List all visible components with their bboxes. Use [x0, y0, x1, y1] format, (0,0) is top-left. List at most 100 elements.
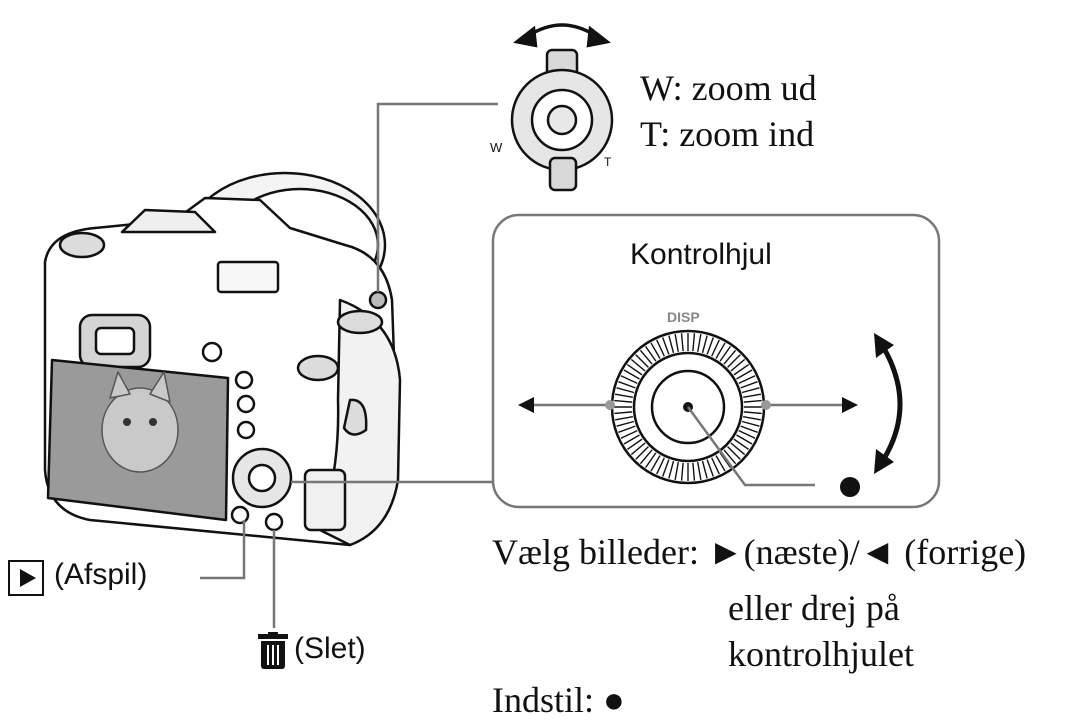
wheel-knurl-tick [680, 462, 684, 481]
rear-button-3 [236, 394, 256, 414]
rotate-arrow [879, 343, 903, 464]
wheel-knurl-tick [614, 399, 633, 403]
wheel-knurl-tick [668, 335, 675, 354]
wheel-knurl-tick [719, 345, 732, 362]
wheel-knurl-tick [733, 438, 750, 451]
shutter-dial [336, 309, 384, 335]
body-control-wheel-center [247, 463, 277, 493]
rotate-arrowhead-top [874, 333, 894, 358]
playback-label: (Afspil) [54, 558, 148, 591]
zoom-leader-line [376, 102, 498, 292]
wheel-knurl-tick [738, 430, 756, 439]
wheel-knurl-tick [727, 446, 741, 460]
wheel-knurl-tick [618, 425, 636, 433]
wheel-knurl-tick [733, 363, 750, 376]
rear-button-4 [236, 420, 256, 440]
zoom-rotate-arrowhead-right [586, 25, 611, 48]
zoom-mark-t: T [604, 155, 612, 169]
next-label: (næste)/ [743, 532, 860, 572]
zoom-rotate-arrowhead-left [513, 25, 538, 48]
viewfinder-window [94, 326, 136, 356]
wheel-knurl-tick [626, 363, 643, 376]
rotate-arrowhead-bottom [874, 449, 894, 474]
wheel-knurl-tick [635, 354, 649, 368]
wheel-knurl-tick [639, 449, 653, 465]
wheel-knurl-tick [644, 452, 657, 469]
wheel-knurl-tick [743, 411, 762, 415]
wheel-knurl-tick [706, 459, 714, 477]
top-display [216, 260, 280, 294]
wheel-knurl-tick [639, 349, 653, 365]
select-images-prefix: Vælg billeder: [492, 532, 699, 572]
wheel-knurl-tick [692, 333, 696, 352]
flash-hump [120, 208, 217, 234]
zoom-mark-w: W [490, 140, 503, 155]
wheel-knurl-tick [711, 339, 720, 357]
wheel-knurl-tick [730, 358, 746, 372]
rear-button-2 [234, 370, 254, 390]
wheel-knurl-tick [740, 425, 758, 433]
body-delete-button [264, 512, 284, 532]
control-wheel-knurling [614, 333, 762, 481]
card-door [303, 468, 347, 532]
wheel-knurl-tick [723, 449, 737, 465]
wheel-knurl-tick [618, 381, 636, 389]
wheel-knurl-tick [630, 358, 646, 372]
select-images-line2: eller drej på [728, 588, 900, 628]
set-dot-icon: ● [603, 680, 625, 720]
screen-photo-ear-left [109, 371, 131, 399]
control-wheel-title: Kontrolhjul [630, 238, 772, 271]
wheel-knurl-tick [650, 455, 661, 472]
zoom-tele-label: T: zoom ind [640, 114, 815, 154]
wheel-knurl-tick [656, 339, 665, 357]
wheel-knurl-tick [626, 438, 643, 451]
zoom-lever-bottom-tab [548, 156, 578, 192]
wheel-knurl-tick [674, 462, 679, 480]
zoom-wide-label: W: zoom ud [640, 68, 817, 108]
screen-photo-subject [101, 387, 179, 473]
wheel-knurl-tick [620, 375, 638, 384]
wheel-knurl-tick [706, 337, 714, 355]
wheel-knurl-tick [635, 446, 649, 460]
wheel-knurl-tick [743, 416, 761, 421]
wheel-knurl-tick [615, 393, 633, 398]
center-leader-line [686, 406, 815, 487]
wheel-knurl-tick [656, 457, 665, 475]
wheel-knurl-tick [692, 462, 696, 481]
wheel-knurl-tick [730, 442, 746, 456]
trash-icon [258, 632, 288, 670]
wheel-knurl-tick [644, 345, 657, 362]
wheel-knurl-tick [723, 349, 737, 365]
screen-photo-eye-left [123, 418, 131, 426]
wheel-knurl-tick [736, 369, 753, 380]
wheel-knurl-tick [740, 381, 758, 389]
wheel-knurl-tick [680, 333, 684, 352]
left-press-point [605, 400, 615, 410]
wheel-knurl-tick [738, 375, 756, 384]
wheel-knurl-tick [743, 399, 762, 403]
wheel-knurl-tick [701, 460, 708, 479]
select-images-line1: Vælg billeder: ►(næste)/◄ (forrige) [492, 534, 1026, 570]
wheel-knurl-tick [668, 460, 675, 479]
wheel-knurl-tick [616, 420, 635, 427]
playback-leader-line [200, 520, 246, 580]
next-arrow-icon: ► [707, 532, 744, 572]
zoom-shutter-center [546, 104, 578, 136]
zoom-rotate-arrow [527, 23, 597, 38]
disp-label: DISP [667, 309, 700, 325]
wheel-knurl-tick [614, 411, 633, 415]
wheel-knurl-tick [623, 434, 640, 445]
wheel-knurl-tick [736, 434, 753, 445]
wheel-knurl-tick [616, 387, 635, 394]
wheel-knurl-tick [630, 442, 646, 456]
right-press-point [761, 400, 771, 410]
wheel-knurl-tick [741, 420, 760, 427]
wheel-knurl-tick [697, 462, 702, 480]
wheel-knurl-tick [620, 430, 638, 439]
wheel-knurl-tick [623, 369, 640, 380]
wheel-knurl-tick [743, 393, 761, 398]
body-zoom-lever [368, 290, 388, 310]
screen-photo-eye-right [149, 418, 157, 426]
